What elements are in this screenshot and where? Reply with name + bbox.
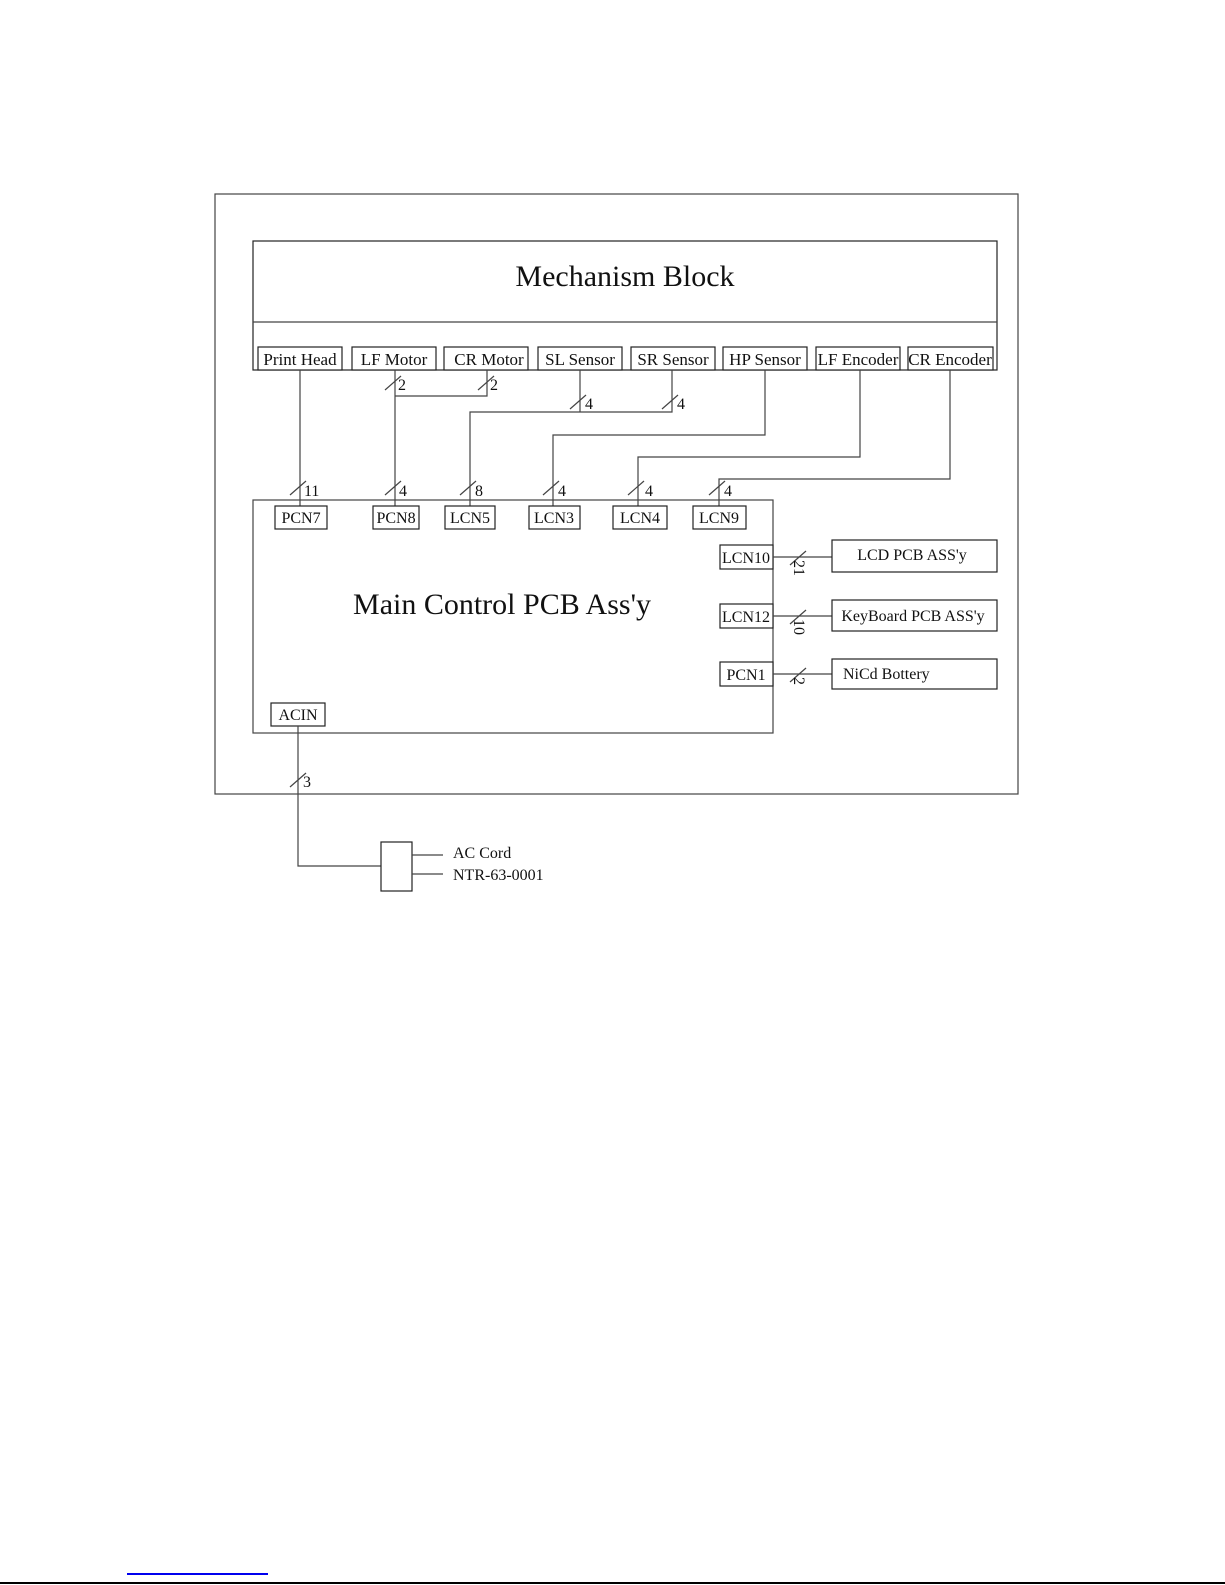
count-acin: 3: [303, 774, 311, 791]
count-lcn5: 8: [475, 483, 483, 500]
connector-lcn9: LCN9: [699, 510, 739, 527]
count-sr-sensor: 4: [677, 396, 685, 413]
connector-pcn8: PCN8: [376, 510, 415, 527]
part-cr-motor: CR Motor: [454, 350, 524, 369]
count-lcn10: 21: [790, 560, 807, 576]
part-lf-encoder: LF Encoder: [818, 350, 899, 369]
ac-cord: AC Cord NTR-63-0001: [297, 726, 544, 892]
nicd-battery: NiCd Bottery: [843, 666, 930, 683]
main-pcb-title: Main Control PCB Ass'y: [353, 588, 651, 621]
connector-pcn7: PCN7: [281, 510, 320, 527]
part-sr-sensor: SR Sensor: [637, 350, 709, 369]
mechanism-parts: Print Head LF Motor CR Motor SL Sensor S…: [257, 346, 994, 371]
connector-lcn10: LCN10: [722, 550, 770, 567]
connector-lcn12: LCN12: [722, 609, 770, 626]
connector-acin: ACIN: [278, 707, 318, 724]
count-lcn12: 10: [790, 619, 807, 635]
connector-lcn5: LCN5: [450, 510, 490, 527]
count-lcn3: 4: [558, 483, 566, 500]
part-lf-motor: LF Motor: [361, 350, 428, 369]
plug-icon: [380, 841, 413, 892]
part-print-head: Print Head: [263, 350, 337, 369]
count-lf-motor: 2: [398, 377, 406, 394]
part-sl-sensor: SL Sensor: [545, 350, 615, 369]
main-pcb: Main Control PCB Ass'y PCN7 PCN8 LCN5 LC…: [252, 499, 774, 734]
count-cr-motor: 2: [490, 377, 498, 394]
keyboard-pcb: KeyBoard PCB ASS'y: [841, 608, 984, 625]
connector-pcn1: PCN1: [726, 667, 765, 684]
external-modules: LCD PCB ASS'y KeyBoard PCB ASS'y NiCd Bo…: [773, 539, 998, 690]
part-hp-sensor: HP Sensor: [729, 350, 801, 369]
ac-cord-part-number: NTR-63-0001: [453, 867, 544, 884]
part-cr-encoder: CR Encoder: [908, 350, 992, 369]
wires: 11 4 8 4 4 4 2 2 4 4 3 21 10 2: [289, 370, 951, 791]
ac-cord-label: AC Cord: [453, 845, 511, 862]
count-pcn8: 4: [399, 483, 407, 500]
outer-frame: [214, 193, 1019, 795]
count-lcn9: 4: [724, 483, 732, 500]
count-lcn4: 4: [645, 483, 653, 500]
mechanism-title: Mechanism Block: [515, 260, 734, 293]
lcd-pcb: LCD PCB ASS'y: [857, 547, 967, 564]
count-sl-sensor: 4: [585, 396, 593, 413]
count-pcn7: 11: [304, 483, 319, 500]
count-pcn1: 2: [790, 677, 807, 685]
connector-lcn4: LCN4: [620, 510, 660, 527]
connector-lcn3: LCN3: [534, 510, 574, 527]
